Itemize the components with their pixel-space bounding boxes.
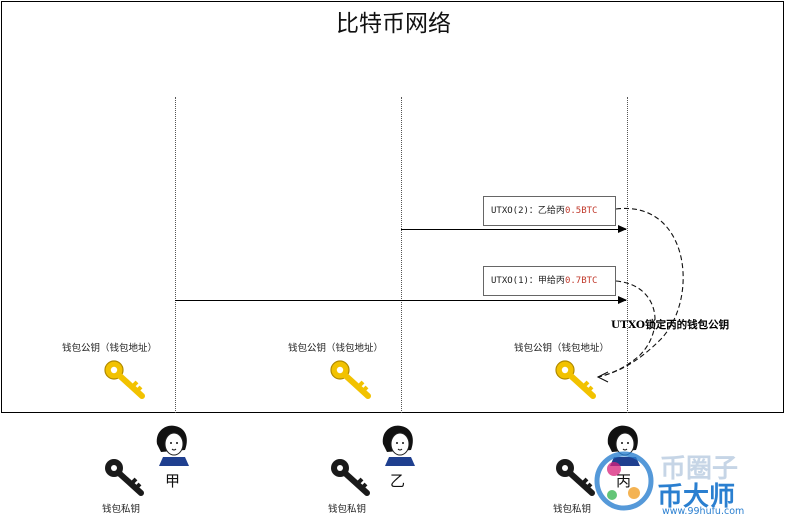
private-key-icon — [556, 459, 595, 496]
person-avatar-yi — [382, 425, 415, 466]
public-key-icon — [104, 360, 145, 399]
lifeline-jia — [175, 97, 176, 413]
lifeline-yi — [401, 97, 402, 413]
network-frame — [1, 1, 784, 413]
utxo2-label-box: UTXO(2)：乙给丙0.5BTC — [483, 196, 616, 226]
pubkey-label-jia: 钱包公钥（钱包地址） — [62, 343, 158, 354]
watermark-logo-icon — [594, 451, 654, 511]
person-avatar-jia — [156, 425, 189, 466]
watermark-text-2: 币大师 — [657, 482, 736, 512]
utxo1-label-box: UTXO(1)：甲给丙0.7BTC — [483, 266, 616, 296]
utxo1-amount: 0.7BTC — [564, 276, 598, 286]
public-key-icon — [555, 360, 596, 399]
message-arrow-utxo1 — [175, 296, 627, 304]
pubkey-label-yi: 钱包公钥（钱包地址） — [288, 343, 384, 354]
pubkey-label-bing: 钱包公钥（钱包地址） — [514, 343, 610, 354]
watermark-url: www.99hufu.com — [662, 506, 745, 517]
private-key-icon — [105, 459, 144, 496]
person-name-bing: 丙 — [616, 472, 632, 490]
privkey-label-yi: 钱包私钥 — [328, 504, 367, 515]
lock-note: UTXO锁定丙的钱包公钥 — [611, 319, 730, 331]
message-arrow-utxo2 — [401, 225, 627, 233]
watermark-text-1: 币圈子 — [660, 454, 739, 484]
public-key-icon — [330, 360, 371, 399]
person-name-jia: 甲 — [165, 472, 181, 490]
person-name-yi: 乙 — [390, 472, 406, 490]
diagram-title: 比特币网络 — [336, 11, 451, 37]
utxo2-amount: 0.5BTC — [564, 206, 598, 216]
privkey-label-jia: 钱包私钥 — [102, 504, 141, 515]
lifeline-bing — [627, 97, 628, 413]
privkey-label-bing: 钱包私钥 — [553, 504, 592, 515]
private-key-icon — [331, 459, 370, 496]
utxo1-label-text: UTXO(1)：甲给丙 — [491, 276, 565, 286]
utxo2-label-text: UTXO(2)：乙给丙 — [491, 206, 565, 216]
